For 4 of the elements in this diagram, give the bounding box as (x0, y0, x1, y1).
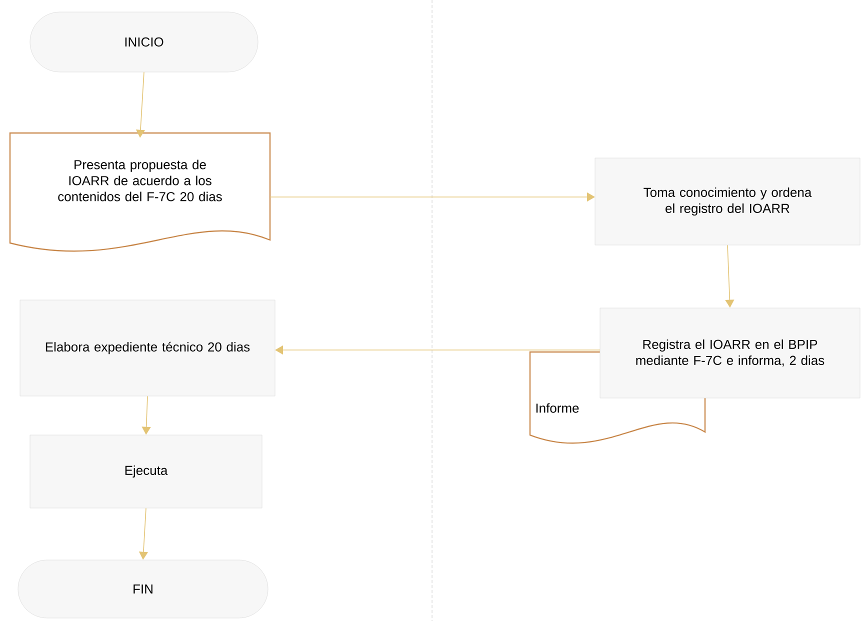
process-box: Ejecuta (30, 434, 262, 508)
process-box: Toma conocimiento y ordena el registro del IOARR (594, 158, 860, 246)
process-box: Elabora expediente técnico 20 dias (20, 300, 276, 396)
process-box: Registra el IOARR en el BPIP mediante F-7C e informa, 2 dias (600, 308, 860, 398)
